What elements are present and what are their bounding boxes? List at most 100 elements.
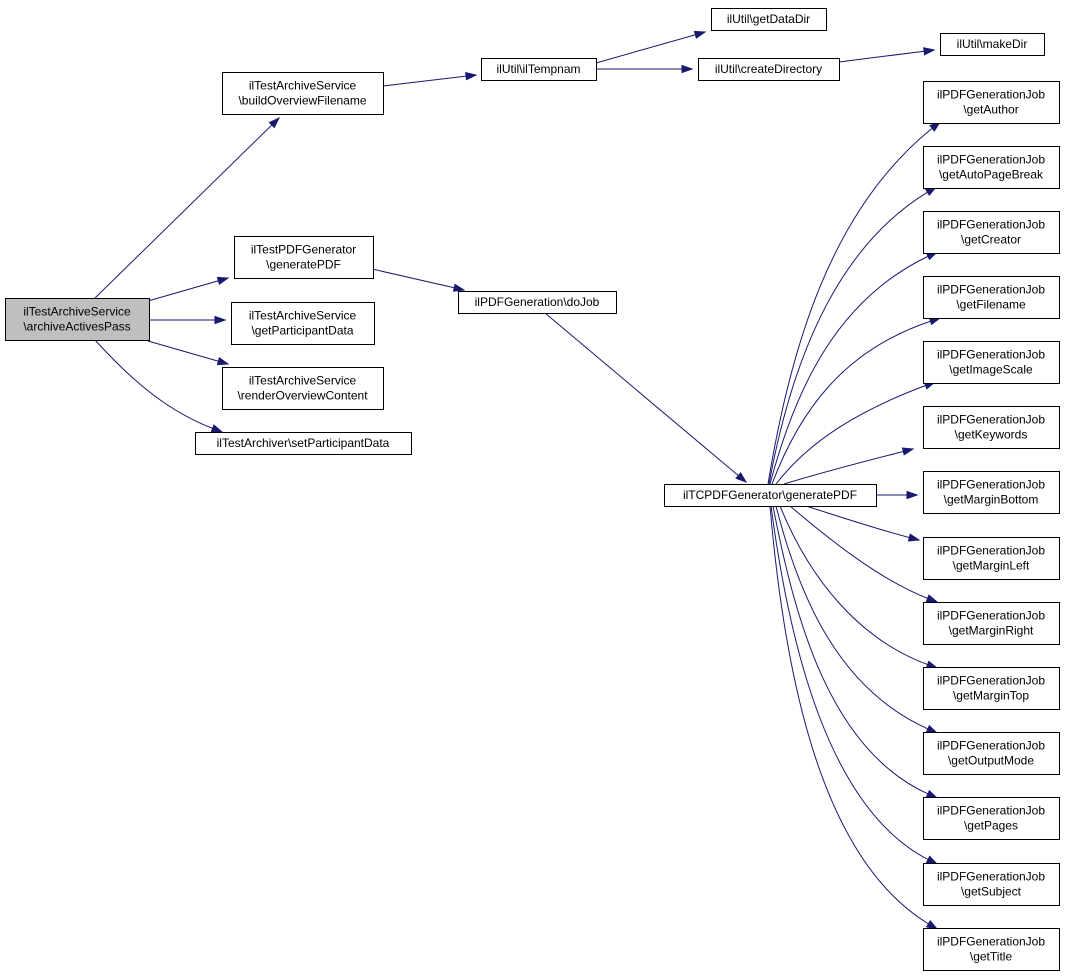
node-label-line: ilPDFGenerationJob xyxy=(937,478,1045,492)
node-label-line: ilPDFGenerationJob xyxy=(937,544,1045,558)
node-label-line: ilPDFGenerationJob xyxy=(937,674,1045,688)
node-label-line: ilTestPDFGenerator xyxy=(251,243,356,257)
edge-line xyxy=(789,505,929,600)
node-label-line: \getTitle xyxy=(970,950,1013,964)
nodes-layer: ilTestArchiveService\archiveActivesPassi… xyxy=(5,8,1060,971)
edge-n4-to-n5 xyxy=(838,47,936,63)
arrowhead-icon xyxy=(693,30,707,39)
edge-n8-to-j14 xyxy=(769,505,939,930)
edge-line xyxy=(147,340,220,362)
arrowhead-icon xyxy=(268,116,281,129)
graph-node-n6[interactable]: ilTestPDFGenerator\generatePDF xyxy=(234,236,374,279)
graph-node-j11[interactable]: ilPDFGenerationJob\getOutputMode xyxy=(923,732,1060,775)
node-box xyxy=(923,797,1060,840)
arrowhead-icon xyxy=(216,357,230,366)
node-label-line: \generatePDF xyxy=(266,258,341,272)
edge-n1-to-n2 xyxy=(382,72,478,87)
node-box xyxy=(923,276,1060,319)
node-label-line: ilUtil\createDirectory xyxy=(715,62,822,76)
graph-node-j14[interactable]: ilPDFGenerationJob\getTitle xyxy=(923,928,1060,971)
edge-line xyxy=(771,320,932,485)
edge-n2-to-n4 xyxy=(596,64,694,74)
edge-n8-to-j7 xyxy=(876,490,919,500)
node-box xyxy=(923,602,1060,645)
graph-node-j3[interactable]: ilPDFGenerationJob\getCreator xyxy=(923,211,1060,254)
graph-node-n5[interactable]: ilUtil\makeDir xyxy=(940,33,1045,56)
graph-node-j5[interactable]: ilPDFGenerationJob\getImageScale xyxy=(923,341,1060,384)
arrowhead-icon xyxy=(925,724,939,734)
node-box xyxy=(923,471,1060,514)
graph-node-j9[interactable]: ilPDFGenerationJob\getMarginRight xyxy=(923,602,1060,645)
node-label-line: ilPDFGenerationJob xyxy=(937,88,1045,102)
node-label-line: ilPDFGenerationJob xyxy=(937,283,1045,297)
edge-line xyxy=(769,505,930,925)
graph-node-n9[interactable]: ilTestArchiveService\getParticipantData xyxy=(231,302,375,345)
edge-line xyxy=(838,50,926,63)
graph-node-n1[interactable]: ilTestArchiveService\buildOverviewFilena… xyxy=(222,72,384,115)
edge-n8-to-j12 xyxy=(772,505,939,799)
edge-line xyxy=(382,75,468,87)
edge-line xyxy=(775,384,927,485)
node-label-line: ilPDFGenerationJob xyxy=(937,218,1045,232)
edge-root-to-n6 xyxy=(147,276,230,302)
edge-line xyxy=(94,123,273,299)
graph-node-j8[interactable]: ilPDFGenerationJob\getMarginLeft xyxy=(923,537,1060,580)
graph-node-j1[interactable]: ilPDFGenerationJob\getAuthor xyxy=(923,81,1060,124)
node-box xyxy=(923,667,1060,710)
graph-node-n11[interactable]: ilTestArchiver\setParticipantData xyxy=(195,432,412,455)
node-box xyxy=(481,58,597,81)
node-label-line: \getCreator xyxy=(961,233,1021,247)
graph-node-n8[interactable]: ilTCPDFGenerator\generatePDF xyxy=(664,484,877,507)
graph-node-j10[interactable]: ilPDFGenerationJob\getMarginTop xyxy=(923,667,1060,710)
graph-node-root: ilTestArchiveService\archiveActivesPass xyxy=(5,298,150,341)
node-label-line: \archiveActivesPass xyxy=(23,320,130,334)
node-box xyxy=(923,211,1060,254)
edge-line xyxy=(768,191,929,485)
node-box xyxy=(923,81,1060,124)
node-label-line: \getParticipantData xyxy=(251,324,353,338)
edge-line xyxy=(595,33,697,64)
arrowhead-icon xyxy=(210,424,224,433)
node-label-line: ilPDFGenerationJob xyxy=(937,348,1045,362)
graph-node-n10[interactable]: ilTestArchiveService\renderOverviewConte… xyxy=(222,367,384,410)
edge-n7-to-n8 xyxy=(544,312,748,483)
node-label-line: ilPDFGeneration\doJob xyxy=(475,295,600,309)
node-label-line: ilPDFGenerationJob xyxy=(937,870,1045,884)
arrowhead-icon xyxy=(925,594,939,603)
node-label-line: \getMarginTop xyxy=(953,689,1029,703)
node-box xyxy=(923,341,1060,384)
graph-node-j4[interactable]: ilPDFGenerationJob\getFilename xyxy=(923,276,1060,319)
node-box xyxy=(222,72,384,115)
graph-node-n2[interactable]: ilUtil\ilTempnam xyxy=(481,58,597,81)
graph-node-j13[interactable]: ilPDFGenerationJob\getSubject xyxy=(923,863,1060,906)
edge-n8-to-j4 xyxy=(771,317,942,485)
edge-n8-to-j11 xyxy=(775,505,939,734)
edge-n8-to-j1 xyxy=(767,121,942,485)
arrowhead-icon xyxy=(452,283,466,292)
node-label-line: ilPDFGenerationJob xyxy=(937,413,1045,427)
node-label-line: ilPDFGenerationJob xyxy=(937,935,1045,949)
edge-root-to-n10 xyxy=(147,340,230,366)
graph-node-n7[interactable]: ilPDFGeneration\doJob xyxy=(458,291,617,314)
graph-node-j12[interactable]: ilPDFGenerationJob\getPages xyxy=(923,797,1060,840)
node-box xyxy=(195,432,412,455)
node-box xyxy=(5,298,150,341)
edge-n2-to-n3 xyxy=(595,30,707,64)
node-label-line: ilTestArchiveService xyxy=(249,309,357,323)
node-box xyxy=(923,732,1060,775)
node-label-line: \getImageScale xyxy=(949,363,1033,377)
graph-node-j2[interactable]: ilPDFGenerationJob\getAutoPageBreak xyxy=(923,146,1060,189)
graph-node-n3[interactable]: ilUtil\getDataDir xyxy=(711,8,827,31)
node-box xyxy=(923,406,1060,449)
edge-root-to-n11 xyxy=(94,339,224,433)
graph-node-j7[interactable]: ilPDFGenerationJob\getMarginBottom xyxy=(923,471,1060,514)
node-label-line: ilTCPDFGenerator\generatePDF xyxy=(683,488,857,502)
edge-line xyxy=(544,312,740,477)
graph-node-n4[interactable]: ilUtil\createDirectory xyxy=(698,58,840,81)
graph-node-j6[interactable]: ilPDFGenerationJob\getKeywords xyxy=(923,406,1060,449)
node-label-line: \getFilename xyxy=(956,298,1026,312)
arrowhead-icon xyxy=(907,533,921,542)
node-label-line: \getPages xyxy=(964,819,1018,833)
node-box xyxy=(923,863,1060,906)
